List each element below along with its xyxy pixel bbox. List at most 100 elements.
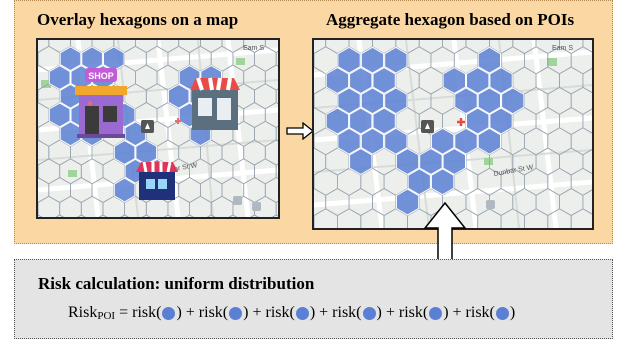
formula-lhs-subscript: POI	[97, 310, 116, 322]
filled-hexagon	[349, 67, 373, 94]
term-suffix: )	[509, 304, 516, 321]
filled-hexagon	[135, 140, 158, 165]
formula-plus: +	[385, 304, 395, 321]
right-panel-title: Aggregate hexagon based on POIs	[326, 10, 575, 29]
filled-hexagon	[384, 87, 408, 115]
filled-hexagon	[454, 127, 478, 155]
filled-hexagon	[477, 87, 501, 115]
grid-hexagon	[228, 214, 238, 217]
term-prefix: risk(	[265, 304, 295, 321]
filled-hexagon	[372, 107, 396, 135]
formula-plus: +	[319, 304, 329, 321]
market-stall-icon	[136, 161, 178, 200]
filled-hexagon	[477, 127, 501, 155]
hexagon-icon	[295, 306, 309, 320]
filled-hexagon	[48, 102, 71, 128]
grid-hexagon	[360, 208, 385, 228]
hospital-icon	[457, 118, 465, 126]
risk-calculation-title: Risk calculation: uniform distribution	[38, 274, 315, 293]
right-arrow-icon	[286, 122, 315, 140]
grid-hexagon	[142, 214, 151, 217]
grid-hexagon	[314, 208, 338, 228]
term-suffix: )	[443, 304, 449, 321]
grid-hexagon	[163, 214, 173, 217]
left-panel-title: Overlay hexagons on a map	[37, 10, 239, 29]
right-map-graphic: Eam S Dunbar St W	[314, 40, 592, 228]
right-map: Eam S Dunbar St W	[312, 38, 594, 230]
formula-term: risk()	[399, 304, 449, 322]
filled-hexagon	[442, 67, 466, 94]
formula-equals: =	[115, 304, 133, 321]
term-suffix: )	[309, 304, 316, 321]
hexagon-icon	[362, 306, 376, 320]
store-icon	[190, 77, 240, 130]
term-prefix: risk(	[465, 304, 495, 321]
filled-hexagon	[384, 46, 408, 74]
grid-hexagon	[120, 214, 129, 217]
filled-hexagon	[360, 127, 385, 155]
poi-pin-icon	[233, 196, 242, 205]
formula-term: risk()	[132, 304, 182, 322]
grid-hexagon	[523, 208, 549, 228]
aggregated-hexagons	[325, 46, 525, 216]
term-suffix: )	[376, 304, 382, 321]
filled-hexagon	[477, 46, 501, 74]
filled-hexagon	[430, 168, 455, 196]
term-suffix: )	[176, 304, 182, 321]
clinic-icon	[175, 118, 181, 124]
formula-terms: risk()+risk()+risk()+risk()+risk()+risk(…	[132, 304, 515, 322]
left-map-graphic: Eam S Dunbar St W SHOP	[38, 40, 278, 217]
filled-hexagon	[395, 148, 420, 175]
filled-hexagon	[167, 83, 190, 109]
filled-hexagon	[124, 121, 147, 147]
filled-hexagon	[81, 46, 103, 72]
filled-hexagon	[442, 148, 466, 175]
hexagon-icon	[429, 306, 443, 320]
poi-pin-icon	[252, 202, 261, 211]
filled-hexagon	[113, 177, 136, 203]
filled-hexagon	[360, 46, 385, 74]
filled-hexagon	[430, 127, 455, 155]
formula-plus: +	[185, 304, 195, 321]
filled-hexagon	[349, 148, 373, 175]
grid-hexagon	[206, 214, 216, 217]
filled-hexagon	[372, 67, 396, 94]
filled-hexagon	[407, 168, 431, 196]
grid-hexagon	[570, 208, 592, 228]
hexagon-icon	[495, 306, 509, 320]
filled-hexagon	[489, 67, 513, 94]
grid-hexagon	[185, 214, 194, 217]
poi-pin-icon	[486, 200, 495, 209]
grid-hexagon	[250, 214, 259, 217]
grid-hexagon	[500, 208, 525, 228]
filled-hexagon	[325, 67, 350, 94]
formula-term: risk()	[265, 304, 315, 322]
hexagon-icon	[162, 306, 176, 320]
filled-hexagon	[360, 87, 385, 115]
filled-hexagon	[454, 87, 478, 115]
formula-term: risk()	[332, 304, 382, 322]
formula-lhs: Risk	[68, 304, 98, 321]
overlay-panel: Overlay hexagons on a map Aggregate hexa…	[14, 0, 613, 269]
filled-hexagon	[337, 46, 361, 74]
grid-hexagon	[77, 214, 86, 217]
filled-hexagon	[48, 65, 71, 90]
street-label: Eam S	[552, 45, 573, 52]
filled-hexagon	[419, 148, 443, 175]
filled-hexagon	[349, 107, 373, 135]
term-suffix: )	[243, 304, 249, 321]
shop-icon: SHOP	[75, 68, 127, 138]
street-label: Eam S	[243, 45, 264, 52]
filled-hexagon	[466, 67, 490, 94]
hospital-icon	[87, 101, 93, 106]
fire-station-icon	[421, 120, 434, 133]
filled-hexagon	[395, 188, 420, 216]
fire-station-icon	[141, 120, 154, 133]
filled-hexagon	[113, 140, 136, 165]
filled-hexagon	[103, 46, 125, 72]
formula-plus: +	[452, 304, 462, 321]
filled-hexagon	[337, 127, 361, 155]
term-prefix: risk(	[398, 304, 429, 321]
formula-term: risk()	[466, 304, 516, 322]
